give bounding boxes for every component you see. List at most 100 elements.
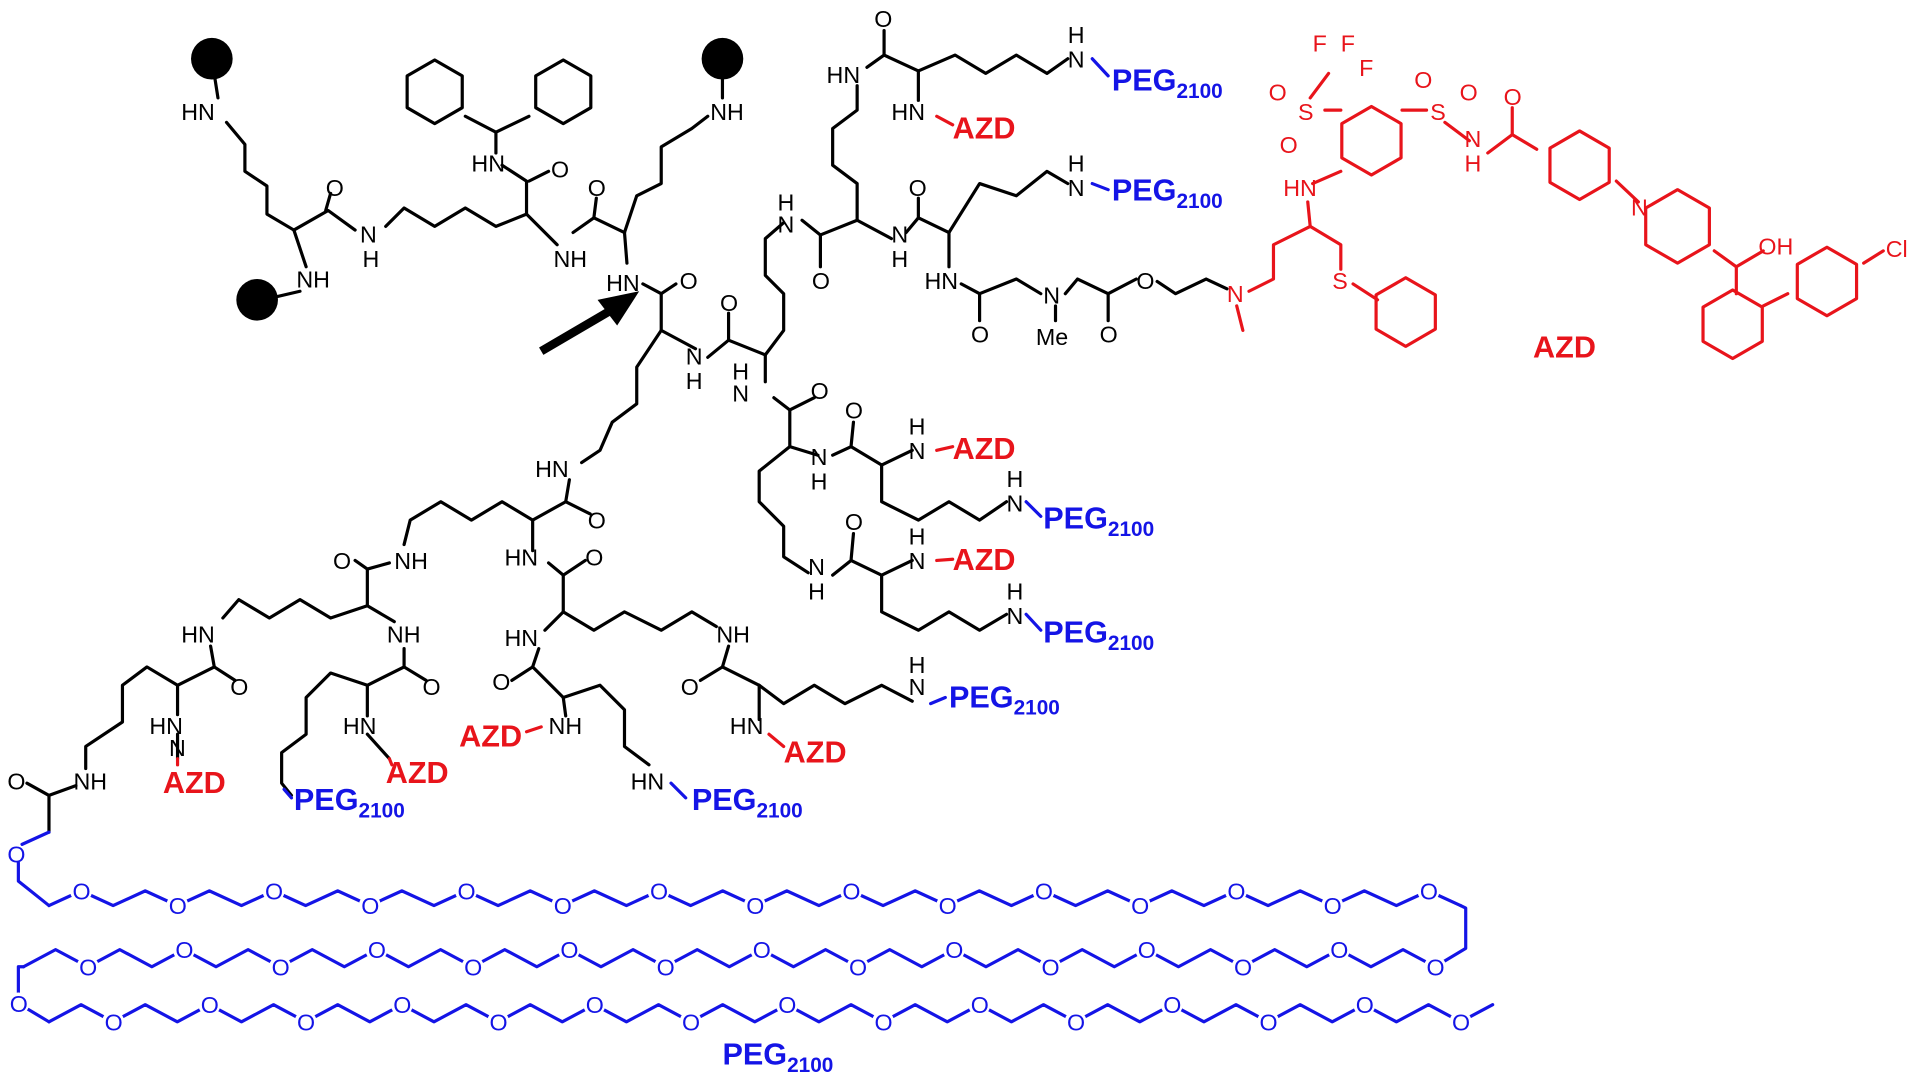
atom-label: S xyxy=(1298,99,1314,125)
peg2100-label: PEG2100 xyxy=(1112,174,1223,213)
label-background xyxy=(583,993,606,1016)
atom-label: O xyxy=(845,398,863,424)
peg-oxygen-label: O xyxy=(875,1009,893,1035)
peg-oxygen-label: O xyxy=(169,893,187,919)
atom-label: H xyxy=(811,468,828,494)
peg2100-label: PEG2100 xyxy=(1112,64,1223,103)
benzamide-ring xyxy=(1548,129,1611,202)
peg-oxygen-label: O xyxy=(201,992,219,1018)
atom-label: F xyxy=(1313,30,1327,56)
peg-oxygen-label: O xyxy=(1324,893,1342,919)
atom-label: HN xyxy=(730,713,764,739)
atom-label: O xyxy=(874,6,892,32)
azd-label: AZD xyxy=(953,543,1016,577)
label-background xyxy=(1224,879,1248,902)
scaffold-atom-labels: HN NH O N H HN O NH O NH HN O N H O H N … xyxy=(7,6,1154,794)
atom-label: O xyxy=(588,508,606,534)
peg-oxygen-label: O xyxy=(1234,954,1252,980)
atom-label: S xyxy=(1332,268,1348,294)
atom-label: O xyxy=(681,674,699,700)
label-background xyxy=(294,1010,317,1033)
atom-label: H xyxy=(1068,150,1085,176)
label-background xyxy=(269,955,292,978)
peg-oxygen-label: O xyxy=(753,937,771,963)
label-background xyxy=(557,938,580,961)
peg-oxygen-label: O xyxy=(1330,937,1348,963)
piperidine-ring xyxy=(1644,188,1711,265)
atom-label: HN xyxy=(827,62,861,88)
peg-oxygen-label: O xyxy=(368,937,386,963)
peg-oxygen-label: O xyxy=(10,991,28,1017)
atom-label: N xyxy=(909,438,926,464)
atom-label: HN xyxy=(631,768,665,794)
atom-label: O xyxy=(422,674,440,700)
atom-label: N xyxy=(1631,194,1648,220)
atom-label: O xyxy=(1460,79,1478,105)
phenyl-ring xyxy=(534,58,593,126)
peg-text: PEG xyxy=(1043,615,1108,649)
atom-label: O xyxy=(680,268,698,294)
peg-backbone-bond xyxy=(1433,903,1468,969)
peg-subscript: 2100 xyxy=(1014,697,1060,720)
atom-label: NH xyxy=(394,548,428,574)
peg-chain: OOOOOOOOOOOOOOOOOOOOOOOOOOOOOOOOOOOOOOOO… xyxy=(7,861,1495,1035)
peg-oxygen-label: O xyxy=(297,1009,315,1035)
peg-oxygen-label: O xyxy=(1420,878,1438,904)
atom-label: O xyxy=(1414,67,1432,93)
label-background xyxy=(1257,1010,1280,1033)
atom-label: NH xyxy=(710,99,744,125)
peg-oxygen-label: O xyxy=(1427,954,1445,980)
peg-oxygen-label: O xyxy=(464,954,482,980)
atom-label: N xyxy=(811,444,828,470)
atom-label: O xyxy=(1280,132,1298,158)
peg-oxygen-label: O xyxy=(971,992,989,1018)
atom-label: O xyxy=(585,544,603,570)
label-background xyxy=(647,879,670,902)
atom-label: O xyxy=(588,175,606,201)
atom-label: HN xyxy=(181,621,215,647)
atom-label: O xyxy=(326,175,344,201)
peg-text: PEG xyxy=(1112,174,1177,208)
label-background xyxy=(1321,894,1344,917)
peg2100-label: PEG2100 xyxy=(692,783,803,822)
atom-label: H xyxy=(1007,579,1024,605)
atom-label: OH xyxy=(1758,234,1793,260)
label-background xyxy=(1135,938,1158,961)
atom-label: N xyxy=(808,554,825,580)
atom-label: O xyxy=(1504,84,1522,110)
atom-label: O xyxy=(1136,268,1154,294)
peg-text: PEG xyxy=(722,1038,787,1072)
bead-icon xyxy=(236,279,278,321)
atom-label: N xyxy=(1043,282,1060,308)
atom-label: HN xyxy=(343,713,377,739)
atom-label: HN xyxy=(1283,175,1317,201)
atom-label: H xyxy=(778,189,795,215)
label-background xyxy=(775,993,798,1016)
peg2100-label: PEG2100 xyxy=(949,680,1060,719)
label-background xyxy=(1064,1010,1087,1033)
peg-text: PEG xyxy=(294,783,359,817)
atom-label: N xyxy=(1227,281,1244,307)
peg-oxygen-label: O xyxy=(1138,937,1156,963)
azd-label: AZD xyxy=(953,111,1016,145)
atom-label: O xyxy=(551,156,569,182)
atom-label: HN xyxy=(606,270,640,296)
label-background xyxy=(942,938,965,961)
peg-oxygen-label: O xyxy=(682,1009,700,1035)
label-background xyxy=(461,955,484,978)
peg-subscript: 2100 xyxy=(359,799,405,822)
azd-label: AZD xyxy=(386,756,449,790)
azd-label: AZD xyxy=(163,766,226,800)
atom-label: N xyxy=(1007,603,1024,629)
peg-text: PEG xyxy=(1043,502,1108,536)
peg2100-label: PEG2100 xyxy=(1043,615,1154,654)
atom-label: O xyxy=(7,842,25,868)
label-background xyxy=(1449,1010,1472,1033)
peg-text: PEG xyxy=(1112,64,1177,98)
atom-label: O xyxy=(971,322,989,348)
atom-label: F xyxy=(1359,55,1373,81)
label-background xyxy=(487,1010,510,1033)
atom-label: Me xyxy=(1036,324,1068,350)
peg-subscript: 2100 xyxy=(787,1054,833,1077)
peg-oxygen-label: O xyxy=(1042,954,1060,980)
